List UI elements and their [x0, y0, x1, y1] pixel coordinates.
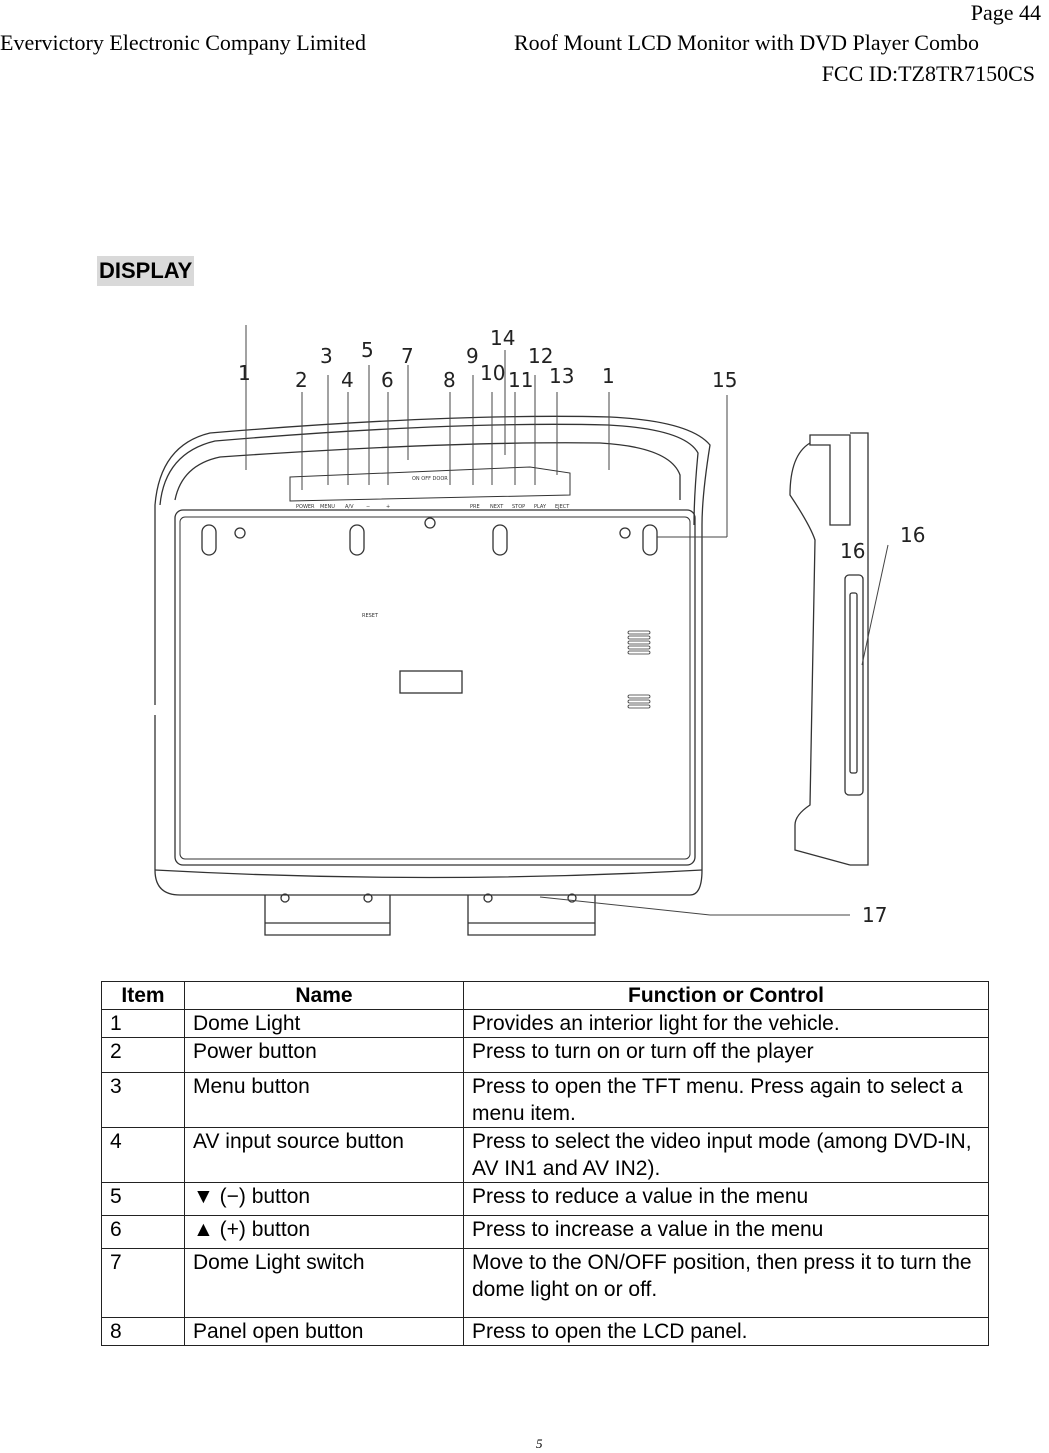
- svg-text:MENU: MENU: [320, 504, 335, 510]
- name-cell: Power button: [184, 1037, 464, 1073]
- svg-text:13: 13: [549, 364, 574, 388]
- svg-text:1: 1: [602, 364, 615, 388]
- function-cell: Press to increase a value in the menu: [463, 1215, 989, 1249]
- name-cell: ▼ (−) button: [184, 1182, 464, 1216]
- svg-text:17: 17: [862, 903, 887, 927]
- display-diagram: POWER MENU A/V − + PRE NEXT STOP PLAY EJ…: [150, 325, 950, 945]
- svg-text:3: 3: [320, 344, 333, 368]
- svg-text:6: 6: [381, 368, 394, 392]
- table-row: 3 Menu button Press to open the TFT menu…: [101, 1072, 989, 1128]
- name-cell: Menu button: [184, 1072, 464, 1128]
- table-row: 5 ▼ (−) button Press to reduce a value i…: [101, 1182, 989, 1216]
- name-cell: Dome Light: [184, 1009, 464, 1038]
- svg-text:PLAY: PLAY: [534, 504, 547, 510]
- footer-page-number: 5: [536, 1436, 543, 1451]
- name-cell: ▲ (+) button: [184, 1215, 464, 1249]
- table-row: 7 Dome Light switch Move to the ON/OFF p…: [101, 1248, 989, 1318]
- table-row: 2 Power button Press to turn on or turn …: [101, 1037, 989, 1073]
- svg-text:STOP: STOP: [512, 504, 525, 510]
- svg-text:NEXT: NEXT: [490, 504, 504, 510]
- fcc-id: FCC ID:TZ8TR7150CS: [821, 61, 1035, 86]
- item-cell: 7: [101, 1248, 185, 1318]
- svg-text:5: 5: [361, 338, 374, 362]
- table-row: 8 Panel open button Press to open the LC…: [101, 1317, 989, 1346]
- name-cell: Panel open button: [184, 1317, 464, 1346]
- svg-text:A/V: A/V: [345, 504, 354, 510]
- function-table: Item Name Function or Control 1 Dome Lig…: [101, 981, 989, 1346]
- svg-text:10: 10: [480, 361, 505, 385]
- function-cell: Press to open the TFT menu. Press again …: [463, 1072, 989, 1128]
- product-title: Roof Mount LCD Monitor with DVD Player C…: [514, 30, 980, 55]
- svg-text:PRE: PRE: [470, 504, 480, 510]
- function-cell: Provides an interior light for the vehic…: [463, 1009, 989, 1038]
- table-row: 4 AV input source button Press to select…: [101, 1127, 989, 1183]
- svg-text:+: +: [386, 504, 390, 510]
- page-number-header: Page 44: [970, 0, 1041, 25]
- svg-text:ON OFF DOOR: ON OFF DOOR: [412, 476, 448, 482]
- svg-text:16: 16: [840, 539, 865, 563]
- svg-text:14: 14: [490, 326, 515, 350]
- name-cell: Dome Light switch: [184, 1248, 464, 1318]
- svg-text:EJECT: EJECT: [555, 504, 570, 510]
- function-cell: Move to the ON/OFF position, then press …: [463, 1248, 989, 1318]
- function-cell: Press to reduce a value in the menu: [463, 1182, 989, 1216]
- table-row: 6 ▲ (+) button Press to increase a value…: [101, 1215, 989, 1249]
- name-cell: AV input source button: [184, 1127, 464, 1183]
- svg-text:RESET: RESET: [362, 613, 379, 619]
- table-header-row: Item Name Function or Control: [101, 981, 989, 1010]
- item-cell: 6: [101, 1215, 185, 1249]
- svg-text:POWER: POWER: [296, 504, 315, 510]
- function-cell: Press to turn on or turn off the player: [463, 1037, 989, 1073]
- company-name: Evervictory Electronic Company Limited: [0, 30, 366, 55]
- function-cell: Press to select the video input mode (am…: [463, 1127, 989, 1183]
- svg-text:15: 15: [712, 368, 737, 392]
- svg-text:8: 8: [443, 368, 456, 392]
- svg-text:−: −: [366, 504, 370, 510]
- svg-text:9: 9: [466, 344, 479, 368]
- item-cell: 8: [101, 1317, 185, 1346]
- button-captions: POWER MENU A/V − + PRE NEXT STOP PLAY EJ…: [296, 476, 570, 619]
- item-cell: 5: [101, 1182, 185, 1216]
- item-cell: 4: [101, 1127, 185, 1183]
- section-title: DISPLAY: [97, 256, 195, 286]
- table-row: 1 Dome Light Provides an interior light …: [101, 1009, 989, 1038]
- svg-text:11: 11: [508, 368, 533, 392]
- svg-text:7: 7: [401, 344, 414, 368]
- svg-text:1: 1: [238, 361, 251, 385]
- function-cell: Press to open the LCD panel.: [463, 1317, 989, 1346]
- item-cell: 1: [101, 1009, 185, 1038]
- svg-text:2: 2: [295, 368, 308, 392]
- svg-text:16: 16: [900, 523, 925, 547]
- svg-text:4: 4: [341, 368, 354, 392]
- item-cell: 2: [101, 1037, 185, 1073]
- svg-text:12: 12: [528, 344, 553, 368]
- column-header-name: Name: [184, 981, 464, 1010]
- column-header-item: Item: [101, 981, 185, 1010]
- item-cell: 3: [101, 1072, 185, 1128]
- column-header-function: Function or Control: [463, 981, 989, 1010]
- monitor-line-drawing: POWER MENU A/V − + PRE NEXT STOP PLAY EJ…: [154, 325, 925, 936]
